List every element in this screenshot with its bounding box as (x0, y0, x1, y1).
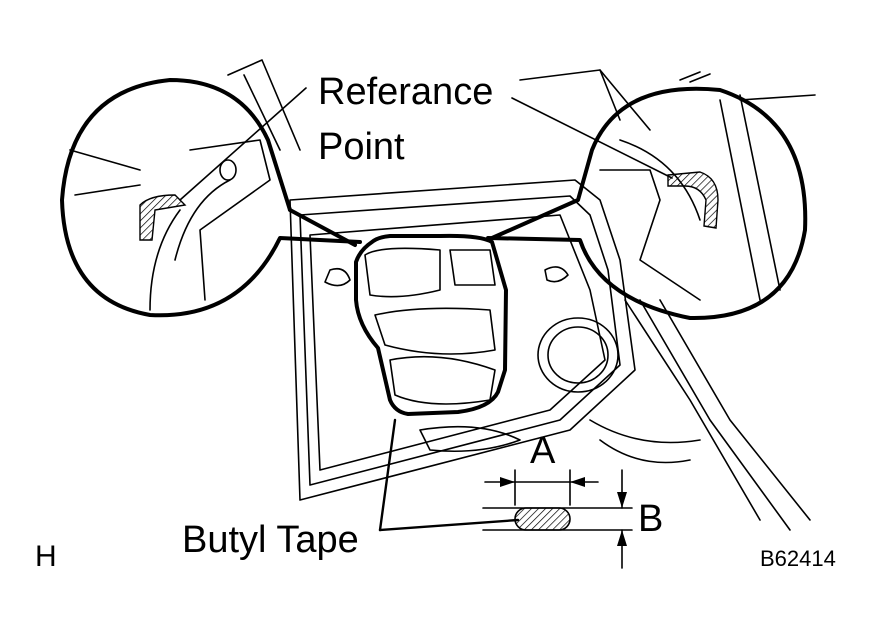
reference-point-label-line1: Referance (318, 71, 494, 113)
butyl-tape-label: Butyl Tape (182, 519, 359, 561)
butyl-tape-outline (354, 233, 508, 416)
dimension-b-label: B (638, 498, 664, 540)
figure-code: B62414 (760, 546, 836, 571)
leader-reference-right (511, 97, 673, 179)
tape-cross-section (482, 469, 633, 569)
vehicle-body-lines (227, 59, 816, 531)
leader-lines (179, 87, 673, 532)
door-panel (289, 179, 636, 501)
leader-butyl-tape-contour (378, 418, 397, 532)
right-detail-circle (486, 86, 808, 321)
dimension-a-label: A (530, 430, 556, 472)
leader-reference-left (179, 87, 307, 201)
left-detail-circle (60, 78, 362, 318)
reference-point-label-line2: Point (318, 126, 405, 168)
corner-letter: H (35, 540, 57, 573)
leader-butyl-tape-section (378, 518, 520, 532)
